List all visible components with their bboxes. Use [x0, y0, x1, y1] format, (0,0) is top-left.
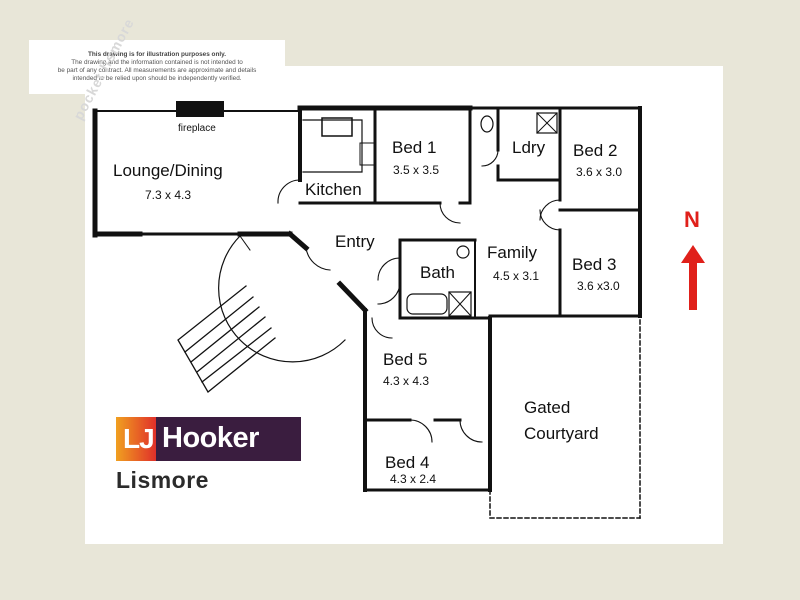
- laundry-walls: [468, 106, 642, 202]
- north-label: N: [684, 207, 700, 232]
- lounge-walls: [92, 108, 293, 238]
- kitchen-name: Kitchen: [305, 180, 362, 199]
- bed5-name: Bed 5: [383, 350, 427, 369]
- lounge-name: Lounge/Dining: [113, 161, 223, 180]
- floorplan-sheet: [85, 66, 723, 544]
- north-arrow-icon: [681, 245, 705, 310]
- bed3-dim: 3.6 x3.0: [577, 279, 620, 293]
- bed4-name: Bed 4: [385, 453, 429, 472]
- bed1-name: Bed 1: [392, 138, 436, 157]
- entry-name: Entry: [335, 232, 375, 251]
- lj-hooker-logo: LJ Hooker: [116, 417, 301, 461]
- staircase: [177, 285, 276, 393]
- disclaimer-note: This drawing is for illustration purpose…: [29, 40, 285, 94]
- fireplace-label: fireplace: [178, 123, 216, 134]
- disclaimer-line: be part of any contract. All measurement…: [57, 67, 257, 74]
- logo-bar: Hooker: [156, 417, 301, 461]
- bed5-bed4-walls: [363, 316, 492, 492]
- bed2-name: Bed 2: [573, 141, 617, 160]
- logo-square: LJ: [116, 417, 156, 461]
- door-swings: [277, 149, 561, 443]
- compass: N: [678, 207, 708, 317]
- entry-landing-arc: [218, 235, 346, 363]
- bed1-dim: 3.5 x 3.5: [393, 163, 439, 177]
- disclaimer-line: This drawing is for illustration purpose…: [87, 51, 226, 58]
- logo-initials: LJ: [123, 423, 155, 454]
- family-dim: 4.5 x 3.1: [493, 269, 539, 283]
- disclaimer-line: The drawing and the information containe…: [71, 59, 243, 66]
- disclaimer-line: intended to be relied upon should be ind…: [72, 75, 242, 82]
- bed2-bed3-walls: [488, 106, 642, 318]
- family-name: Family: [487, 243, 538, 262]
- office-name: Lismore: [116, 467, 209, 493]
- bed3-name: Bed 3: [572, 255, 616, 274]
- courtyard-line1: Gated: [524, 398, 570, 417]
- bed1-walls: [373, 106, 472, 205]
- kitchen-walls: [298, 106, 377, 205]
- courtyard-line2: Courtyard: [524, 424, 599, 443]
- fireplace-block: [176, 101, 224, 117]
- bath-name: Bath: [420, 263, 455, 282]
- lounge-dim: 7.3 x 4.3: [145, 188, 191, 202]
- courtyard-outline: [489, 319, 641, 519]
- logo-brand: Hooker: [162, 422, 259, 454]
- bed2-dim: 3.6 x 3.0: [576, 165, 622, 179]
- laundry-name: Ldry: [512, 138, 546, 157]
- bed4-dim: 4.3 x 2.4: [390, 472, 436, 486]
- bed5-dim: 4.3 x 4.3: [383, 374, 429, 388]
- central-walls: [286, 230, 492, 332]
